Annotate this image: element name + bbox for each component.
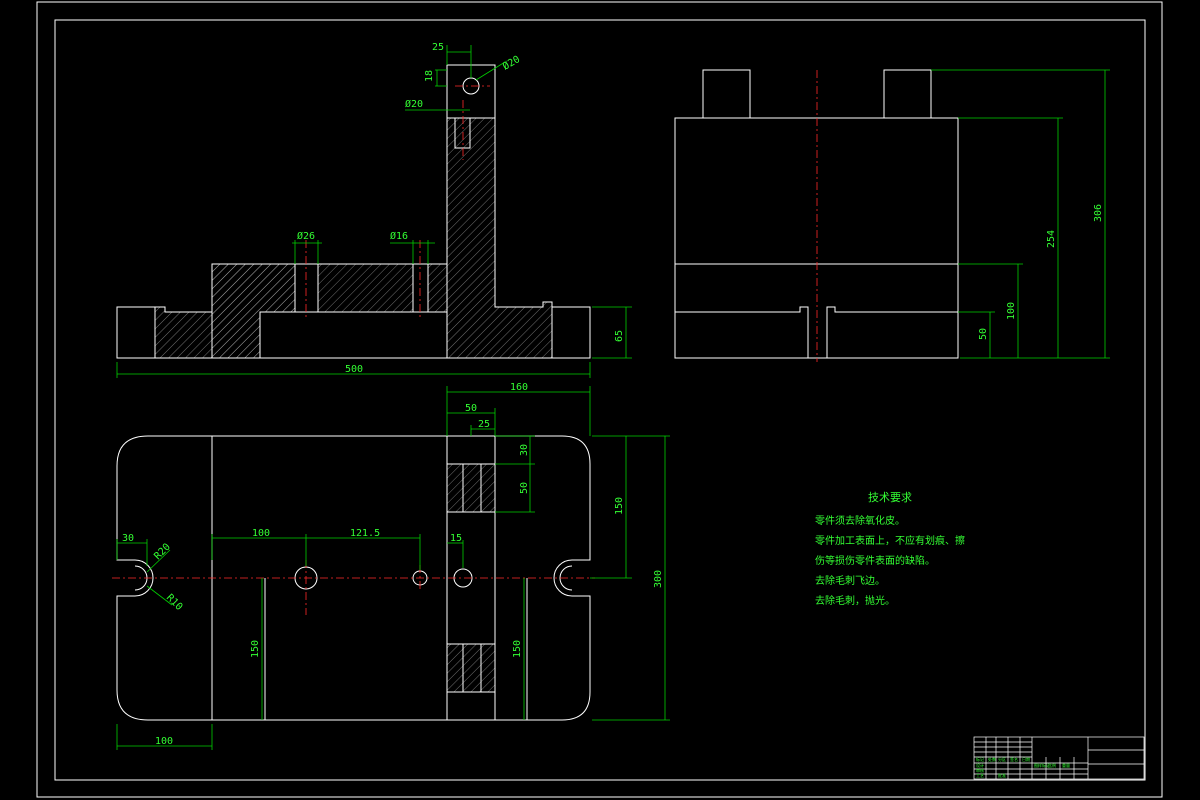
plan-outline — [116, 435, 591, 721]
dim-plan-slot-30: 30 — [519, 444, 530, 456]
tb-cell-0: 设计 — [976, 762, 984, 768]
tb-cell-3: 批准 — [998, 772, 1006, 778]
tb-cell-8: 日期 — [1022, 756, 1030, 762]
plan-view — [112, 435, 595, 721]
tb-cell-9: 比例 — [1048, 762, 1056, 768]
dim-side-body-height: 254 — [1046, 230, 1057, 248]
dim-column-hole: Ø20 — [405, 98, 423, 110]
dim-top-height: 18 — [424, 70, 435, 82]
dim-plan-total-300: 300 — [653, 570, 664, 588]
dim-plan-width-160: 160 — [510, 382, 528, 393]
side-view — [674, 69, 959, 362]
front-column-section — [446, 117, 553, 359]
dim-plan-bottom-100: 100 — [155, 736, 173, 747]
side-slot-left — [675, 306, 809, 358]
dim-plan-offset-100: 100 — [252, 528, 270, 539]
dim-plan-left-150: 150 — [250, 640, 261, 658]
title-block: 设计 审核 工艺 批准 标记 处数 分区 签名 日期 比例 重量 图样标记 — [973, 736, 1145, 780]
plan-upper-slot-bore — [462, 463, 482, 513]
dim-side-total-height: 306 — [1093, 204, 1104, 222]
dim-plan-offset-121-5: 121.5 — [350, 528, 380, 539]
tb-cell-11: 图样标记 — [1034, 762, 1050, 768]
notes-title: 技术要求 — [868, 491, 912, 504]
plan-upper-slot-section — [446, 463, 496, 513]
dim-plan-slot-width-30: 30 — [122, 533, 134, 544]
inner-frame — [54, 19, 1146, 781]
side-view-dimensions: 306 254 100 50 — [931, 69, 1110, 359]
plan-lower-slot-bore — [462, 643, 482, 693]
dim-side-slot-height: 50 — [978, 328, 989, 340]
dim-plan-width-25: 25 — [478, 419, 490, 430]
front-right-end-block — [552, 306, 591, 359]
front-section-view — [116, 64, 591, 359]
dim-plan-right-150: 150 — [512, 640, 523, 658]
front-left-end-block — [116, 306, 155, 359]
dim-base-height: 65 — [614, 330, 625, 342]
title-block-frame — [973, 736, 1145, 780]
tb-cell-2: 工艺 — [976, 773, 984, 778]
dim-hole-large: Ø26 — [297, 230, 315, 242]
tb-cell-4: 标记 — [976, 756, 984, 762]
notes-line-1: 零件须去除氧化皮。 — [815, 514, 905, 527]
tb-cell-6: 分区 — [998, 756, 1006, 762]
technical-requirements: 技术要求 零件须去除氧化皮。 零件加工表面上，不应有划痕、擦 伤等损伤零件表面的… — [815, 491, 965, 607]
outer-border — [36, 1, 1163, 798]
notes-line-5: 去除毛刺，抛光。 — [815, 594, 895, 607]
notes-line-4: 去除毛刺飞边。 — [815, 574, 885, 587]
dim-plan-slot-50: 50 — [519, 482, 530, 494]
dim-overall-width: 500 — [345, 364, 363, 375]
side-body — [674, 117, 959, 359]
dim-hole-small: Ø16 — [390, 230, 408, 242]
front-right-strip-section — [427, 263, 448, 313]
plan-lower-slot-section — [446, 643, 496, 693]
tb-cell-5: 处数 — [988, 756, 996, 762]
tb-cell-10: 重量 — [1062, 762, 1070, 768]
dim-plan-width-50: 50 — [465, 403, 477, 414]
tb-cell-7: 签名 — [1010, 756, 1018, 762]
dim-plan-upper-150: 150 — [614, 497, 625, 515]
dim-side-lower-height: 100 — [1006, 302, 1017, 320]
side-slot-right — [826, 306, 958, 358]
front-middle-section — [317, 263, 414, 313]
dim-top-width: 25 — [432, 42, 444, 53]
tb-cell-1: 审核 — [976, 767, 984, 773]
dim-plan-gap-15: 15 — [450, 533, 462, 544]
notes-line-3: 伤等损伤零件表面的缺陷。 — [815, 554, 935, 567]
notes-line-2: 零件加工表面上，不应有划痕、擦 — [815, 534, 965, 547]
plan-view-dimensions: 160 50 25 30 50 150 300 100 121.5 15 — [116, 382, 670, 750]
